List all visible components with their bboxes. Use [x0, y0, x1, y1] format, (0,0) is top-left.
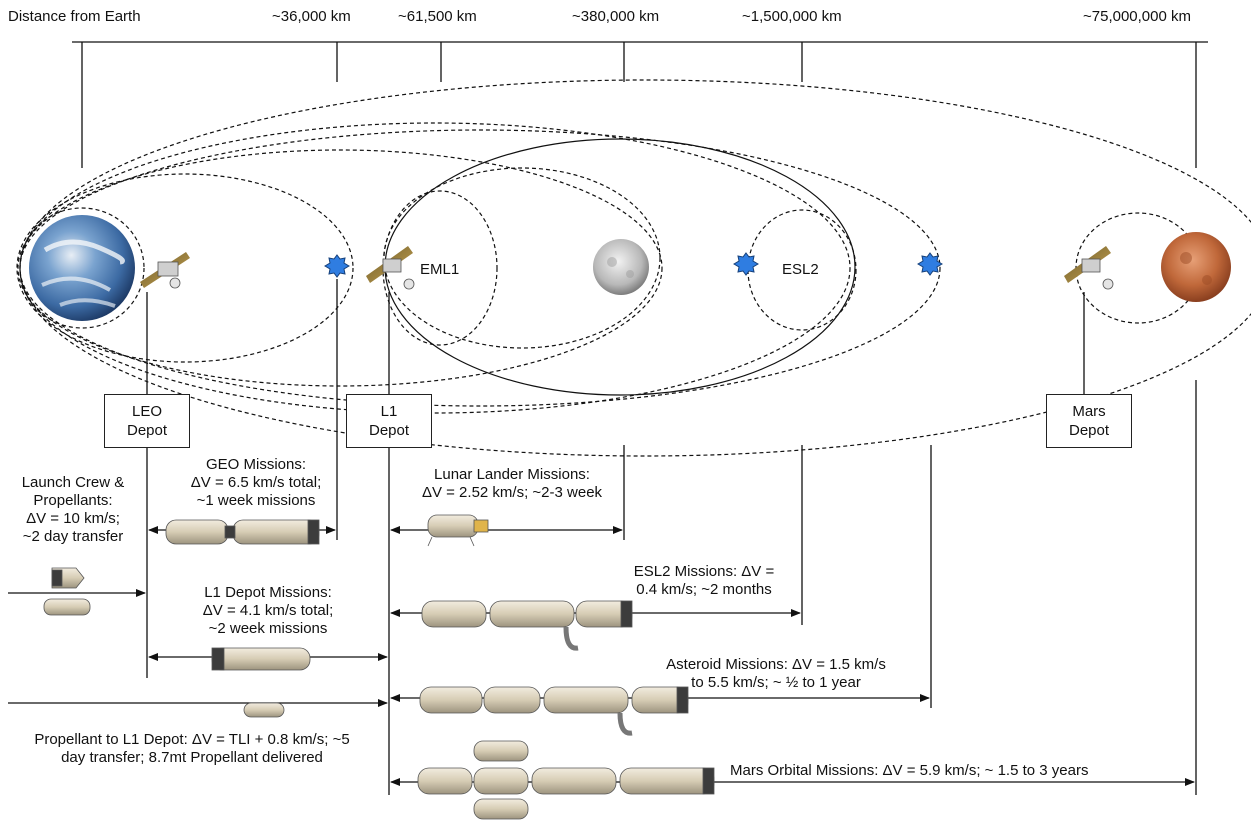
reference-lines — [146, 279, 1197, 795]
l1-depot-label-line1: L1 — [380, 403, 398, 420]
leo-depot-box: LEO Depot — [104, 394, 190, 448]
mars-orbital-mission-label: Mars Orbital Missions: ΔV = 5.9 km/s; ~ … — [726, 762, 1093, 780]
leo-depot-label-line1: LEO — [131, 403, 162, 420]
crew-capsule-icon — [51, 567, 85, 589]
distance-label-moon: ~380,000 km — [572, 8, 660, 25]
propellant-mission-label: Propellant to L1 Depot: ΔV = TLI + 0.8 k… — [34, 731, 350, 766]
distance-label-eml1: ~61,500 km — [398, 8, 477, 25]
l1-depot-stack-icon — [211, 647, 311, 671]
esl2-stack-icon — [421, 600, 633, 651]
earth-icon — [29, 215, 135, 321]
mars-depot-label-line1: Mars — [1072, 403, 1106, 420]
geo-point-marker — [324, 254, 350, 278]
esl2-mission-label: ESL2 Missions: ΔV = 0.4 km/s; ~2 months — [633, 563, 775, 598]
leo-depot-label-line2: Depot — [126, 422, 168, 439]
lunar-mission-label: Lunar Lander Missions: ΔV = 2.52 km/s; ~… — [421, 466, 603, 501]
l1-depot-satellite-icon — [366, 246, 415, 290]
mars-orbital-stack-icon — [417, 740, 715, 820]
eml1-label: EML1 — [420, 261, 460, 278]
esl2-point-marker-left — [733, 252, 759, 276]
l1-depot-box: L1 Depot — [346, 394, 432, 448]
distance-label-geo: ~36,000 km — [272, 8, 351, 25]
geo-mission-label: GEO Missions: ΔV = 6.5 km/s total; ~1 we… — [190, 456, 322, 509]
asteroid-stack-icon — [419, 686, 689, 736]
propellant-module-icon — [43, 598, 91, 616]
launch-mission-label: Launch Crew & Propellants: ΔV = 10 km/s;… — [21, 474, 125, 545]
mars-icon — [1161, 232, 1231, 302]
mars-depot-satellite-icon — [1064, 246, 1114, 290]
distance-label-esl2: ~1,500,000 km — [742, 8, 842, 25]
distance-label-mars: ~75,000,000 km — [1083, 8, 1191, 25]
mars-depot-label-line2: Depot — [1068, 422, 1110, 439]
geo-stack-icon — [165, 519, 320, 545]
l1-depot-mission-label: L1 Depot Missions: ΔV = 4.1 km/s total; … — [202, 584, 334, 637]
esl2-label: ESL2 — [782, 261, 819, 278]
distance-axis — [72, 41, 1208, 168]
l1-depot-label-line2: Depot — [368, 422, 410, 439]
spacecraft-stacks — [43, 514, 715, 820]
lunar-lander-icon — [427, 514, 489, 547]
leo-depot-satellite-icon — [140, 252, 190, 289]
axis-title: Distance from Earth — [8, 8, 141, 25]
asteroid-mission-label: Asteroid Missions: ΔV = 1.5 km/s to 5.5 … — [666, 656, 886, 691]
moon-icon — [593, 239, 649, 295]
mars-depot-box: Mars Depot — [1046, 394, 1132, 448]
lagrange-markers — [324, 252, 943, 278]
propellant-tanker-icon — [243, 702, 285, 718]
esl2-point-marker-right — [917, 252, 943, 276]
